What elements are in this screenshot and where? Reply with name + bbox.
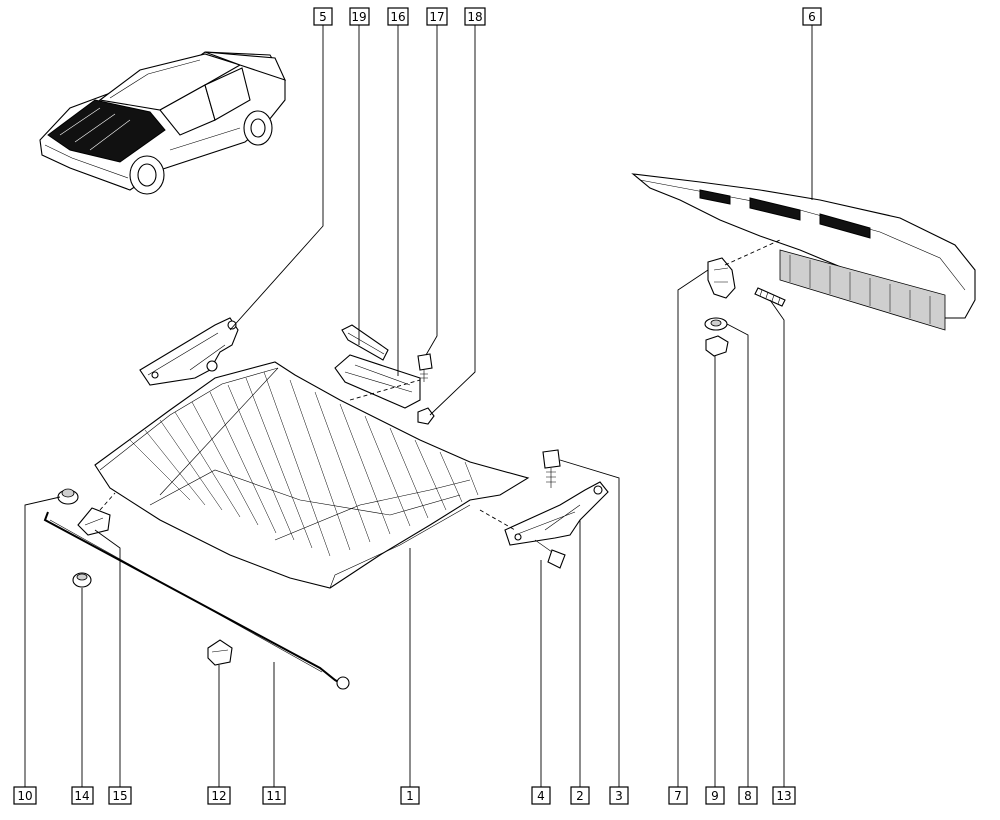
callout-label-14: 14 bbox=[74, 789, 89, 803]
clip-15 bbox=[77, 507, 111, 536]
callout-label-8: 8 bbox=[744, 789, 752, 803]
callout-6: 6 bbox=[802, 7, 822, 26]
callout-11: 11 bbox=[262, 786, 286, 805]
nut-18 bbox=[417, 407, 435, 425]
fastener-17 bbox=[417, 353, 433, 382]
callout-9: 9 bbox=[705, 786, 725, 805]
car-illustration bbox=[39, 51, 287, 195]
callout-label-16: 16 bbox=[390, 10, 405, 24]
callout-label-1: 1 bbox=[406, 789, 414, 803]
callout-label-17: 17 bbox=[429, 10, 444, 24]
clip-12 bbox=[207, 639, 233, 666]
callout-10: 10 bbox=[13, 786, 37, 805]
bonnet-panel bbox=[94, 361, 530, 589]
callout-label-5: 5 bbox=[319, 10, 327, 24]
callout-2: 2 bbox=[570, 786, 590, 805]
nut-9 bbox=[705, 335, 729, 357]
callout-label-3: 3 bbox=[615, 789, 623, 803]
callout-1: 1 bbox=[400, 786, 420, 805]
callout-3: 3 bbox=[609, 786, 629, 805]
callout-19: 19 bbox=[349, 7, 370, 26]
spring-13 bbox=[754, 287, 786, 307]
callout-4: 4 bbox=[531, 786, 551, 805]
callout-7: 7 bbox=[668, 786, 688, 805]
callout-13: 13 bbox=[772, 786, 796, 805]
callout-label-10: 10 bbox=[17, 789, 32, 803]
callout-16: 16 bbox=[387, 7, 409, 26]
latch-bracket bbox=[334, 324, 421, 409]
callout-label-9: 9 bbox=[711, 789, 719, 803]
washer-8 bbox=[704, 317, 728, 331]
callout-14: 14 bbox=[71, 786, 94, 805]
callout-label-4: 4 bbox=[537, 789, 545, 803]
callout-15: 15 bbox=[108, 786, 132, 805]
callout-label-7: 7 bbox=[674, 789, 682, 803]
callout-label-6: 6 bbox=[808, 10, 816, 24]
leader-lines bbox=[24, 25, 813, 787]
callout-12: 12 bbox=[207, 786, 231, 805]
callout-label-2: 2 bbox=[576, 789, 584, 803]
callout-18: 18 bbox=[464, 7, 486, 26]
clip-14 bbox=[72, 572, 92, 588]
right-hinge bbox=[504, 449, 609, 569]
callout-17: 17 bbox=[426, 7, 448, 26]
callout-label-11: 11 bbox=[266, 789, 281, 803]
front-crossmember bbox=[631, 173, 976, 331]
callout-label-15: 15 bbox=[112, 789, 127, 803]
left-hinge bbox=[139, 317, 239, 386]
callout-label-12: 12 bbox=[211, 789, 226, 803]
clip-10 bbox=[57, 488, 79, 505]
callout-label-13: 13 bbox=[776, 789, 791, 803]
bonnet-lock bbox=[707, 257, 736, 299]
callout-8: 8 bbox=[738, 786, 758, 805]
callout-5: 5 bbox=[313, 7, 333, 26]
callout-label-19: 19 bbox=[351, 10, 366, 24]
callout-label-18: 18 bbox=[467, 10, 482, 24]
